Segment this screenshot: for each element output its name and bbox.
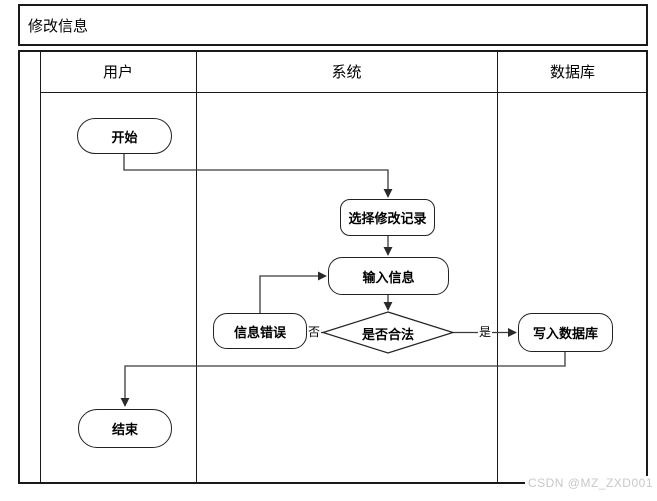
node-write-db-label: 写入数据库 xyxy=(532,326,598,341)
node-select-record: 选择修改记录 xyxy=(340,199,435,236)
lane-divider-user-system xyxy=(196,50,197,484)
node-info-error-label: 信息错误 xyxy=(233,324,286,340)
node-write-db: 写入数据库 xyxy=(518,313,613,352)
node-input-info-label: 输入信息 xyxy=(362,269,415,285)
edge-label-no: 否 xyxy=(307,325,322,339)
lane-divider-system-database xyxy=(497,50,498,484)
lane-header-underline xyxy=(40,92,648,93)
node-end: 结束 xyxy=(78,409,172,448)
node-start-label: 开始 xyxy=(111,129,138,145)
pool-strip-divider xyxy=(40,50,41,484)
lane-header-database: 数据库 xyxy=(497,50,648,92)
node-end-label: 结束 xyxy=(111,422,138,437)
lane-header-user: 用户 xyxy=(40,50,196,92)
lane-header-system-label: 系统 xyxy=(331,63,362,81)
diagram-title-box: 修改信息 xyxy=(18,4,648,46)
node-decision-label: 是否合法 xyxy=(361,327,414,342)
swimlane-pool xyxy=(18,50,648,484)
node-start: 开始 xyxy=(77,118,172,154)
node-input-info: 输入信息 xyxy=(328,257,449,295)
node-select-record-label: 选择修改记录 xyxy=(348,211,427,226)
lane-header-system: 系统 xyxy=(196,50,497,92)
diagram-title: 修改信息 xyxy=(28,17,89,35)
lane-header-user-label: 用户 xyxy=(102,63,133,81)
watermark-text: CSDN @MZ_ZXD001 xyxy=(524,476,656,492)
edge-label-yes: 是 xyxy=(478,325,493,339)
node-info-error: 信息错误 xyxy=(213,313,307,349)
lane-header-database-label: 数据库 xyxy=(549,63,595,81)
